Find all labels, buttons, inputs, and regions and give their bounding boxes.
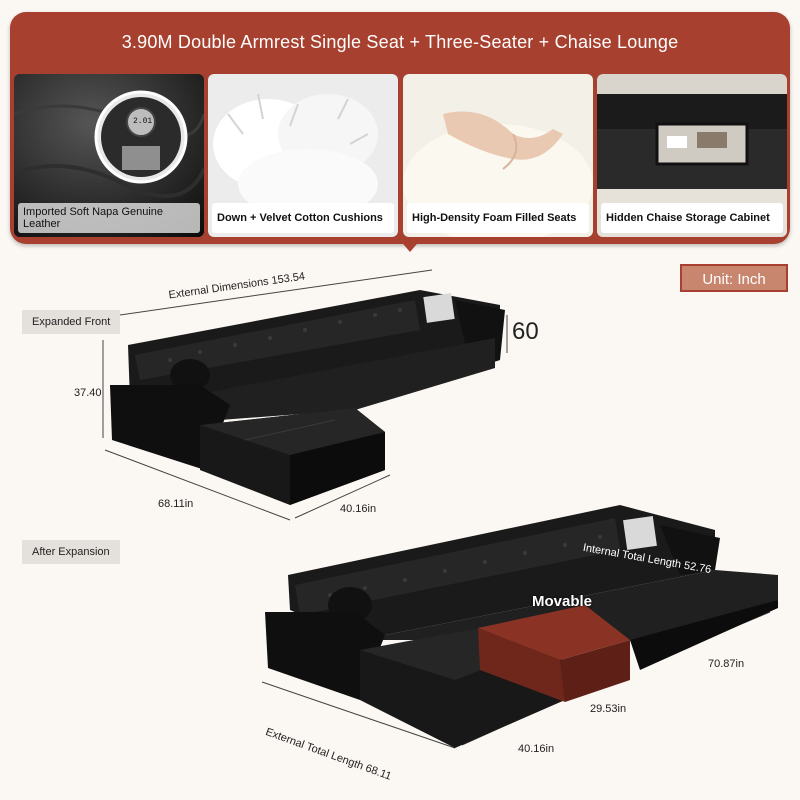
feature-caption-foam: High-Density Foam Filled Seats (407, 203, 589, 233)
banner-pointer (398, 238, 422, 252)
feature-card-leather: 2.01 Imported Soft Napa Genuine Leather (14, 74, 204, 237)
banner-title: 3.90M Double Armrest Single Seat + Three… (121, 32, 679, 52)
feature-caption-storage: Hidden Chaise Storage Cabinet (601, 203, 783, 233)
feature-caption-leather: Imported Soft Napa Genuine Leather (18, 203, 200, 233)
feature-card-cushions: Down + Velvet Cotton Cushions (208, 74, 398, 237)
feature-card-storage: Hidden Chaise Storage Cabinet (597, 74, 787, 237)
unit-label: Unit: Inch (680, 264, 788, 292)
after-expansion-label: After Expansion (22, 540, 120, 564)
expanded-front-label: Expanded Front (22, 310, 121, 334)
height-label: 37.40 (74, 387, 102, 399)
module-width-label: 29.53in (590, 703, 627, 715)
feature-card-foam: High-Density Foam Filled Seats (403, 74, 593, 237)
chaise-width-after-label: 40.16in (518, 743, 555, 755)
depth-label: 68.11in (158, 498, 194, 510)
depth-right-label: 70.87in (708, 658, 745, 670)
chaise-width-label: 40.16in (340, 503, 377, 515)
gauge-reading: 2.01 (133, 117, 153, 126)
feature-caption-cushions: Down + Velvet Cotton Cushions (212, 203, 394, 233)
movable-label: Movable (532, 593, 593, 610)
back-height-label: 60 (512, 318, 539, 345)
